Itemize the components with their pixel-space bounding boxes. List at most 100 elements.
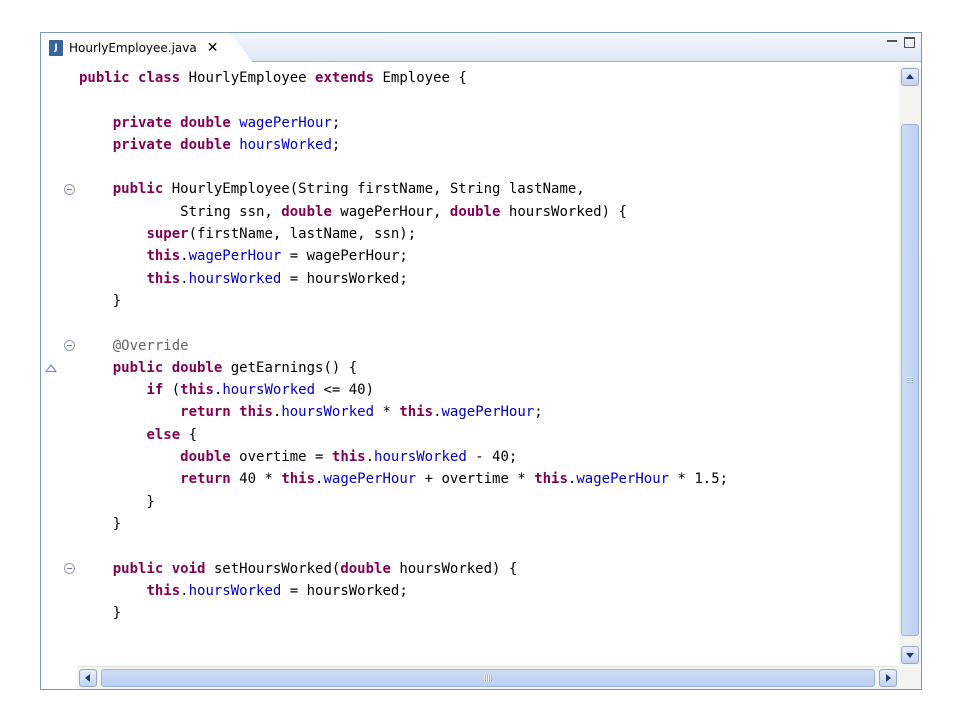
code-line: double overtime = this.hoursWorked - 40; (79, 446, 879, 468)
code-line: } (79, 491, 879, 513)
code-token: hoursWorked (374, 449, 467, 466)
minimize-icon[interactable] (886, 37, 898, 49)
fold-toggle-icon[interactable] (64, 562, 75, 574)
code-token: 40 * (230, 471, 282, 488)
code-token: + overtime * (416, 471, 535, 488)
code-line: private double hoursWorked; (79, 134, 879, 156)
code-token: - 40; (466, 449, 518, 466)
code-token (79, 449, 180, 465)
code-token: hoursWorked (239, 136, 332, 153)
grip-icon (907, 377, 913, 383)
code-token: return (180, 471, 231, 488)
close-icon[interactable]: ✕ (206, 39, 219, 56)
code-token: ( (163, 382, 181, 399)
code-token: getEarnings() { (222, 359, 358, 376)
code-token: } (79, 605, 122, 622)
code-token: double (281, 203, 332, 220)
code-token: . (315, 471, 324, 488)
code-token: double (449, 203, 501, 220)
code-token: . (180, 248, 189, 265)
code-line (79, 156, 879, 178)
java-file-icon: J (49, 39, 63, 56)
editor-tab-bar: J HourlyEmployee.java ✕ (41, 33, 921, 62)
code-token (163, 561, 171, 577)
code-token (79, 338, 113, 354)
code-token: = hoursWorked; (281, 270, 408, 287)
code-token (79, 471, 180, 487)
code-token: HourlyEmployee (180, 70, 316, 86)
code-line: } (79, 602, 879, 624)
code-token: this (146, 248, 181, 265)
scroll-right-button[interactable] (879, 669, 897, 687)
scroll-up-button[interactable] (901, 68, 919, 86)
vertical-scroll-thumb[interactable] (901, 124, 919, 636)
code-token: } (79, 515, 122, 532)
code-token: ; (331, 136, 341, 153)
java-editor: J HourlyEmployee.java ✕ public class Hou… (40, 32, 922, 690)
code-token: . (213, 382, 223, 399)
code-line: public HourlyEmployee(String firstName, … (79, 178, 879, 200)
code-line: return 40 * this.wagePerHour + overtime … (79, 468, 879, 490)
code-token: public (112, 181, 164, 198)
code-line: return this.hoursWorked * this.wagePerHo… (79, 401, 879, 423)
code-token: (firstName, lastName, ssn); (188, 226, 417, 243)
code-token: . (272, 404, 282, 421)
code-token (172, 137, 180, 153)
code-token: . (567, 471, 577, 488)
code-token: public (112, 359, 164, 376)
code-line: public class HourlyEmployee extends Empl… (79, 67, 879, 89)
code-token: setHoursWorked( (205, 560, 341, 577)
tab-title: HourlyEmployee.java (69, 40, 197, 55)
fold-toggle-icon[interactable] (64, 339, 75, 351)
code-line: public void setHoursWorked(double hoursW… (79, 558, 879, 580)
code-token (79, 427, 146, 443)
code-token (79, 583, 146, 599)
code-token: . (365, 449, 375, 466)
vertical-scrollbar[interactable] (899, 66, 921, 666)
code-token: hoursWorked (281, 404, 375, 421)
editor-gutter (41, 62, 77, 666)
grip-icon (484, 675, 492, 681)
override-marker-icon[interactable] (45, 363, 57, 372)
scroll-down-button[interactable] (901, 646, 919, 664)
code-token: hoursWorked (188, 582, 282, 599)
code-area[interactable]: public class HourlyEmployee extends Empl… (79, 67, 879, 666)
code-token: wagePerHour (188, 248, 282, 265)
code-token: ; (331, 114, 341, 131)
horizontal-scrollbar[interactable] (77, 666, 899, 689)
code-token (231, 137, 239, 153)
maximize-icon[interactable] (904, 37, 915, 48)
scroll-left-button[interactable] (79, 669, 97, 687)
code-token: return (180, 404, 231, 421)
tab-hourly-employee[interactable]: J HourlyEmployee.java ✕ (41, 33, 252, 62)
code-token (172, 115, 180, 131)
code-line (79, 312, 879, 334)
code-token (231, 404, 239, 420)
code-token: Employee { (374, 70, 467, 86)
code-token: if (146, 382, 164, 399)
code-token: private (112, 114, 172, 131)
code-token: this (281, 471, 316, 488)
fold-toggle-icon[interactable] (64, 183, 75, 195)
code-line: this.hoursWorked = hoursWorked; (79, 580, 879, 602)
code-token: double (180, 136, 231, 153)
code-line: } (79, 290, 879, 312)
code-token: overtime = (230, 449, 332, 466)
code-token (79, 561, 113, 577)
code-line: } (79, 513, 879, 535)
code-token: this (180, 382, 214, 399)
code-line: this.wagePerHour = wagePerHour; (79, 245, 879, 267)
code-token: wagePerHour (576, 471, 670, 488)
code-token: ; (534, 404, 543, 421)
code-token: private (112, 136, 172, 153)
code-token: * (374, 404, 400, 421)
code-token: double (180, 114, 231, 131)
code-token: String ssn, (79, 203, 282, 220)
code-token: double (171, 359, 223, 376)
code-token: = wagePerHour; (281, 248, 408, 265)
scrollbar-corner (899, 667, 921, 689)
code-token (79, 360, 113, 376)
code-token: double (340, 560, 391, 577)
code-token: void (171, 560, 206, 577)
horizontal-scroll-thumb[interactable] (101, 669, 875, 687)
